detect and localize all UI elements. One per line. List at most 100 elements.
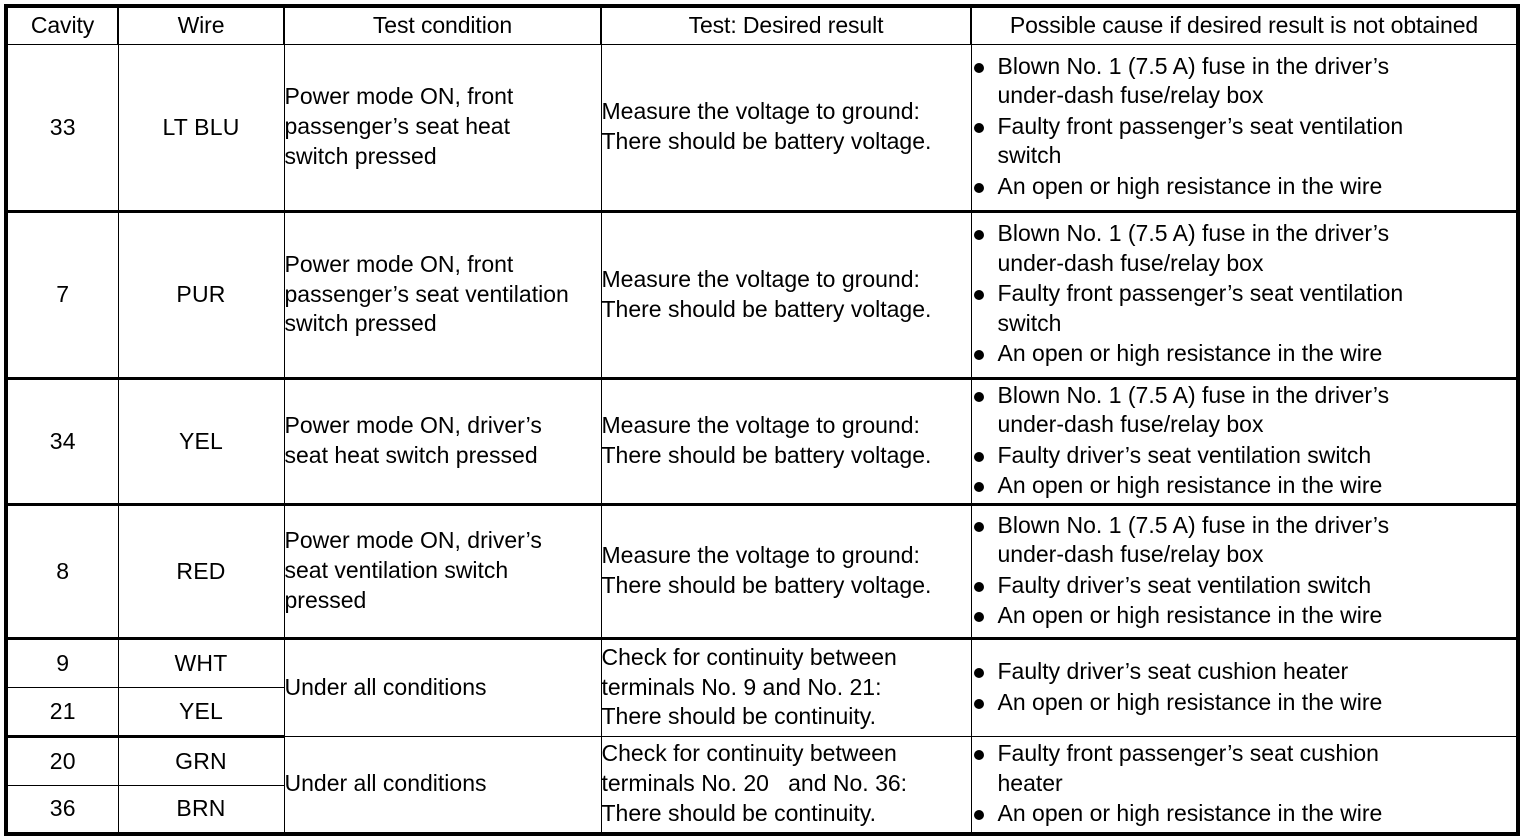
text-line: Faulty driver’s seat ventilation switch bbox=[997, 441, 1372, 468]
cell-cavity: 33 bbox=[5, 43, 119, 213]
text-line: Check for continuity between bbox=[601, 643, 897, 670]
cell-wire: YEL bbox=[117, 686, 285, 738]
cell-test-condition: Power mode ON, driver’s seat heat switch … bbox=[283, 377, 602, 506]
troubleshooting-table-sheet: Cavity Wire Test condition Test: Desired… bbox=[0, 4, 1520, 840]
cell-wire: GRN bbox=[117, 735, 285, 786]
cell-possible-cause: Blown No. 1 (7.5 A) fuse in the driver’s… bbox=[970, 377, 1519, 506]
text-line: under-dash fuse/relay box bbox=[997, 82, 1264, 109]
cell-test-desired-result: Measure the voltage to ground: There shou… bbox=[600, 503, 972, 640]
cell-wire: YEL bbox=[117, 377, 285, 506]
possible-cause-item: Faulty driver’s seat ventilation switch bbox=[972, 441, 1517, 470]
possible-cause-item: Blown No. 1 (7.5 A) fuse in the driver’s… bbox=[972, 219, 1517, 278]
test-result-lines: Measure the voltage to ground: There shou… bbox=[602, 265, 971, 325]
text-line: under-dash fuse/relay box bbox=[997, 411, 1264, 438]
cell-test-desired-result: Measure the voltage to ground: There shou… bbox=[600, 210, 972, 380]
cell-wire: WHT bbox=[117, 637, 285, 688]
test-condition-lines: Under all conditions bbox=[285, 673, 601, 703]
text-line: Measure the voltage to ground: bbox=[601, 542, 920, 569]
text-line: Measure the voltage to ground: bbox=[601, 265, 920, 292]
column-header-wire: Wire bbox=[117, 5, 285, 45]
cell-test-desired-result: Measure the voltage to ground:There shou… bbox=[600, 43, 972, 213]
header-row: Cavity Wire Test condition Test: Desired… bbox=[5, 5, 1519, 45]
text-line: Blown No. 1 (7.5 A) fuse in the driver’s bbox=[997, 220, 1390, 247]
possible-cause-item: Blown No. 1 (7.5 A) fuse in the driver’s… bbox=[972, 511, 1517, 570]
possible-cause-item: An open or high resistance in the wire bbox=[972, 799, 1517, 828]
possible-cause-item: Faulty driver’s seat cushion heater bbox=[972, 657, 1517, 686]
text-line: Under all conditions bbox=[284, 770, 487, 797]
test-condition-lines: Power mode ON, driver’s seat heat switch … bbox=[285, 411, 601, 471]
cell-possible-cause: Blown No. 1 (7.5 A) fuse in the driver’s… bbox=[970, 210, 1519, 380]
column-header-possible-cause: Possible cause if desired result is not … bbox=[970, 5, 1519, 45]
text-line: An open or high resistance in the wire bbox=[997, 172, 1383, 199]
cell-test-condition: Under all conditions bbox=[283, 637, 602, 737]
possible-cause-item: Blown No. 1 (7.5 A) fuse in the driver’s… bbox=[972, 381, 1517, 440]
test-result-lines: Measure the voltage to ground: There shou… bbox=[602, 541, 971, 601]
text-line: passenger’s seat heat bbox=[284, 113, 510, 140]
text-line: switch pressed bbox=[284, 142, 437, 169]
text-line: terminals No. 9 and No. 21: bbox=[601, 673, 882, 700]
text-line: An open or high resistance in the wire bbox=[997, 601, 1383, 628]
text-line: Power mode ON, driver’s bbox=[284, 527, 542, 554]
cell-cavity: 20 bbox=[5, 735, 119, 786]
cell-wire: BRN bbox=[117, 784, 285, 834]
text-line: An open or high resistance in the wire bbox=[997, 340, 1383, 367]
cell-wire: RED bbox=[117, 503, 285, 640]
test-result-lines: Check for continuity between terminals No… bbox=[602, 643, 971, 733]
table-header: Cavity Wire Test condition Test: Desired… bbox=[5, 5, 1519, 45]
table-row: 21 YEL bbox=[5, 686, 1518, 738]
cell-test-desired-result: Check for continuity between terminals No… bbox=[600, 637, 972, 737]
possible-cause-item: An open or high resistance in the wire bbox=[972, 172, 1517, 201]
column-header-cavity: Cavity bbox=[5, 5, 119, 45]
table-row: 20 GRN Under all conditions Check for co… bbox=[5, 735, 1519, 835]
column-header-test-condition: Test condition bbox=[283, 5, 602, 45]
possible-cause-item: Faulty front passenger’s seat ventilatio… bbox=[972, 112, 1517, 171]
cell-possible-cause: Blown No. 1 (7.5 A) fuse in the driver’s… bbox=[970, 503, 1519, 640]
text-line: switch pressed bbox=[284, 310, 437, 337]
text-line: An open or high resistance in the wire bbox=[997, 688, 1383, 715]
text-line: Under all conditions bbox=[284, 673, 487, 700]
text-line: Measure the voltage to ground: bbox=[601, 412, 920, 439]
text-line: There should be continuity. bbox=[601, 800, 876, 827]
possible-cause-item: An open or high resistance in the wire bbox=[972, 601, 1517, 630]
table-row: 36 BRN bbox=[5, 784, 1518, 834]
text-line: seat ventilation switch bbox=[284, 557, 509, 584]
cell-test-condition: Power mode ON, driver’s seat ventilation … bbox=[283, 503, 602, 640]
text-line: There should be battery voltage. bbox=[601, 128, 932, 154]
cell-test-desired-result: Measure the voltage to ground: There shou… bbox=[600, 377, 972, 506]
possible-cause-item: An open or high resistance in the wire bbox=[972, 688, 1517, 717]
text-line: pressed bbox=[284, 586, 367, 613]
possible-cause-list: Blown No. 1 (7.5 A) fuse in the driver’s… bbox=[972, 52, 1517, 201]
text-line: passenger’s seat ventilation bbox=[284, 280, 569, 307]
text-line: There should be battery voltage. bbox=[601, 295, 932, 322]
text-line: There should be battery voltage. bbox=[601, 572, 932, 598]
possible-cause-item: Faulty front passenger’s seat ventilatio… bbox=[972, 279, 1517, 338]
text-line: heater bbox=[997, 769, 1063, 796]
text-line: seat heat switch pressed bbox=[284, 442, 538, 468]
cell-wire: LT BLU bbox=[117, 43, 285, 213]
possible-cause-item: Faulty driver’s seat ventilation switch bbox=[972, 571, 1517, 600]
text-line: Faulty driver’s seat ventilation switch bbox=[997, 571, 1372, 598]
possible-cause-item: An open or high resistance in the wire bbox=[972, 339, 1517, 368]
text-line: There should be battery voltage. bbox=[601, 442, 932, 468]
possible-cause-item: Blown No. 1 (7.5 A) fuse in the driver’s… bbox=[972, 52, 1517, 111]
cell-cavity: 34 bbox=[5, 377, 119, 506]
cell-cavity: 7 bbox=[5, 210, 119, 380]
text-line: Power mode ON, driver’s bbox=[284, 412, 542, 439]
text-line: Faulty front passenger’s seat ventilatio… bbox=[997, 280, 1404, 307]
cell-test-condition: Under all conditions bbox=[283, 735, 602, 835]
text-line: Blown No. 1 (7.5 A) fuse in the driver’s bbox=[997, 511, 1390, 538]
possible-cause-list: Blown No. 1 (7.5 A) fuse in the driver’s… bbox=[972, 511, 1517, 631]
text-line: Check for continuity between bbox=[601, 740, 897, 767]
troubleshooting-table: Cavity Wire Test condition Test: Desired… bbox=[4, 4, 1520, 836]
possible-cause-item: An open or high resistance in the wire bbox=[972, 471, 1517, 500]
test-result-lines: Measure the voltage to ground: There shou… bbox=[602, 411, 971, 471]
